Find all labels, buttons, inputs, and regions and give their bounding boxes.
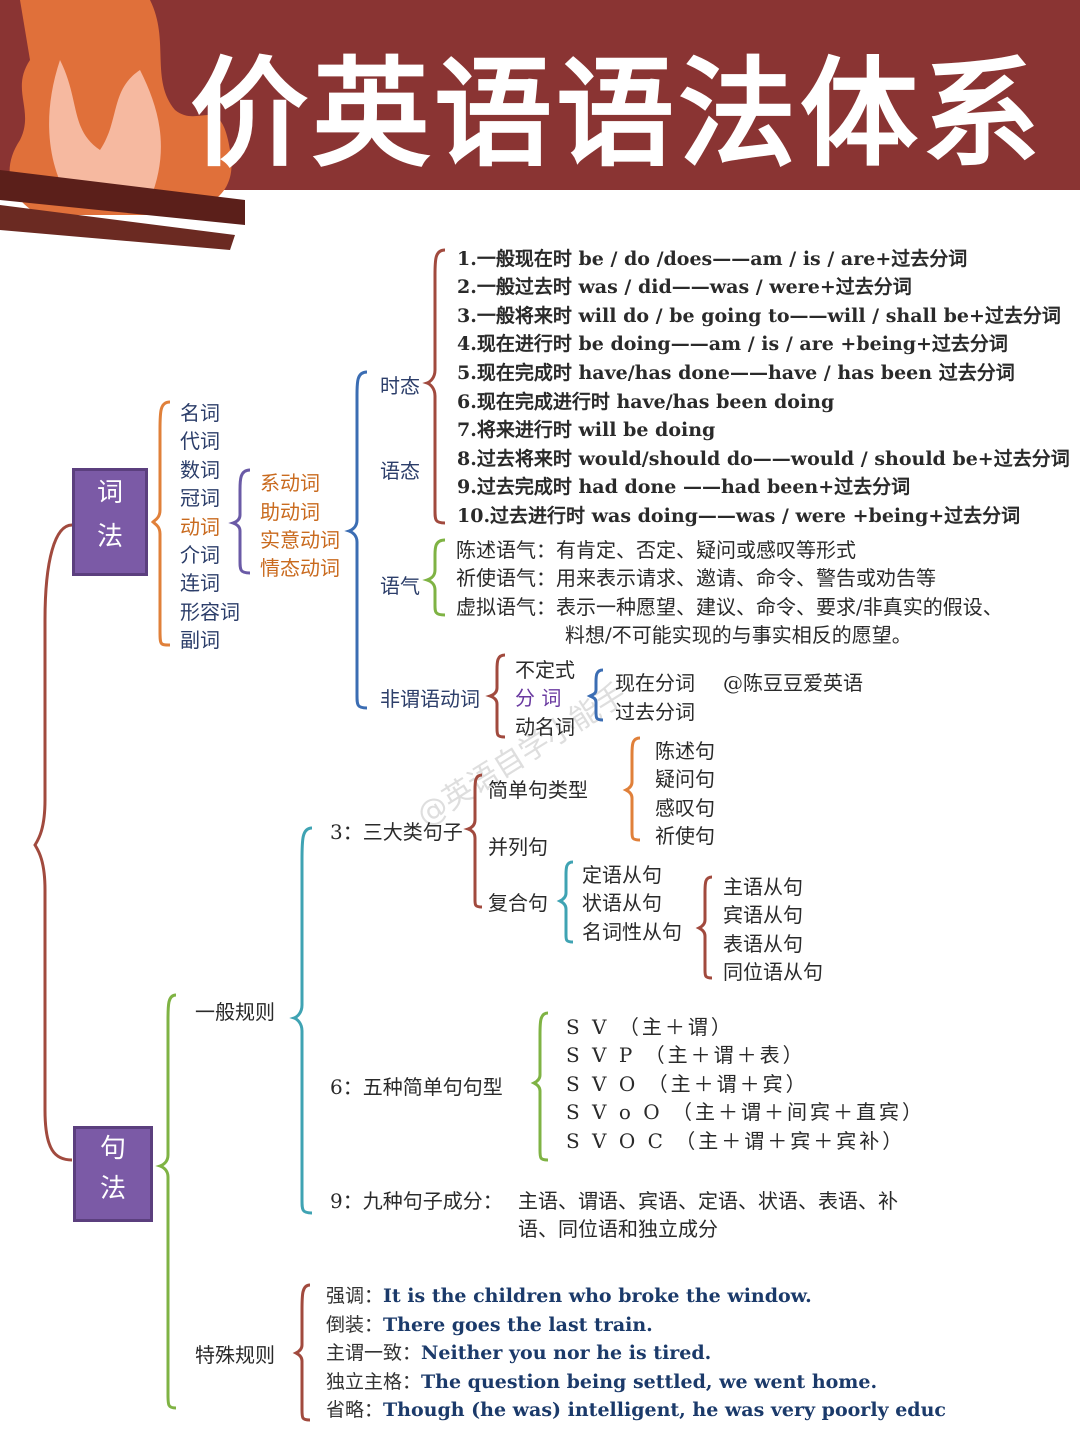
mood-imperative: 祈使语气：用来表示请求、邀请、命令、警告或劝告等 [456,566,936,590]
exclamatory-sentence: 感叹句 [655,796,715,820]
ci-fa-box: 词 法 [72,468,148,576]
example-text: Neither you nor he is tired. [421,1342,712,1364]
tense-6: 6.现在完成进行时 have/has been doing [457,391,835,413]
pos-adjective: 形容词 [180,600,240,624]
pattern-svoc: S V O C （主＋谓＋宾＋宾补） [566,1129,906,1153]
predicative-clause: 表语从句 [723,932,803,956]
object-clause: 宾语从句 [723,903,803,927]
fire-icon [0,0,245,250]
tense-8: 8.过去将来时 would/should do——would / should … [457,448,1070,470]
ju-fa-box: 句 法 [73,1126,153,1222]
aspect-mood: 语气 [380,574,420,598]
example-absolute: 独立主格：The question being settled, we went… [326,1367,877,1394]
nonfinite-infinitive: 不定式 [515,658,575,682]
tense-9: 9.过去完成时 had done ——had been+过去分词 [457,476,911,498]
example-text: Though (he was) intelligent, he was very… [383,1399,946,1421]
attributive-clause: 定语从句 [582,863,662,887]
pattern-sv: S V （主＋谓） [566,1015,734,1039]
pos-adverb: 副词 [180,628,220,652]
aspect-tense: 时态 [380,374,420,398]
pos-noun: 名词 [180,401,220,425]
nine-components-line2: 语、同位语和独立成分 [518,1217,718,1241]
pos-verb: 动词 [180,515,220,539]
pattern-svp: S V P （主＋谓＋表） [566,1043,806,1067]
example-label: 省略： [326,1399,384,1421]
example-label: 独立主格： [326,1371,422,1393]
nonfinite-participle: 分 词 [515,686,562,710]
example-agreement: 主谓一致：Neither you nor he is tired. [326,1338,711,1365]
three-types-label: 3：三大类句子 [330,820,463,844]
special-rule: 特殊规则 [195,1343,275,1367]
example-label: 主谓一致： [326,1342,422,1364]
mood-subjunctive: 虚拟语气：表示一种愿望、建议、命令、要求/非真实的假设、 [456,595,1003,619]
example-label: 强调： [326,1285,384,1307]
ju-fa-char-1: 句 [99,1134,126,1164]
tense-4: 4.现在进行时 be doing——am / is / are +being+过… [457,333,1008,355]
nonfinite-gerund: 动名词 [515,715,575,739]
appositive-clause: 同位语从句 [723,960,823,984]
pos-conjunction: 连词 [180,571,220,595]
pos-pronoun: 代词 [180,429,220,453]
mood-subjunctive-cont: 料想/不可能实现的与事实相反的愿望。 [565,623,912,647]
pattern-svo: S V O （主＋谓＋宾） [566,1072,809,1096]
declarative-sentence: 陈述句 [655,739,715,763]
tense-3: 3.一般将来时 will do / be going to——will / sh… [457,305,1061,327]
verb-type-notional: 实意动词 [260,528,340,552]
adverbial-clause: 状语从句 [582,891,662,915]
tense-10: 10.过去进行时 was doing——was / were +being+过去… [457,505,1021,527]
example-text: There goes the last train. [383,1314,653,1336]
example-ellipsis: 省略：Though (he was) intelligent, he was v… [326,1395,946,1422]
tense-5: 5.现在完成时 have/has done——have / has been 过… [457,362,1015,384]
imperative-sentence: 祈使句 [655,824,715,848]
ju-fa-char-2: 法 [99,1174,126,1204]
complex-sentence: 复合句 [488,891,548,915]
past-participle: 过去分词 [615,700,695,724]
noun-clause: 名词性从句 [582,920,682,944]
verb-type-auxiliary: 助动词 [260,500,320,524]
author-credit: @陈豆豆爱英语 [723,671,863,695]
ci-fa-char-2: 法 [96,522,123,552]
subject-clause: 主语从句 [723,875,803,899]
compound-sentence: 并列句 [488,835,548,859]
page-title: 价英语语法体系 [190,45,1045,183]
example-text: The question being settled, we went home… [421,1371,878,1393]
nine-components-label: 9：九种句子成分： [330,1189,503,1213]
tense-1: 1.一般现在时 be / do /does——am / is / are+过去分… [457,248,968,270]
ci-fa-char-1: 词 [96,478,123,508]
mood-indicative: 陈述语气：有肯定、否定、疑问或感叹等形式 [456,538,856,562]
interrogative-sentence: 疑问句 [655,767,715,791]
pattern-svoo: S V o O （主＋谓＋间宾＋直宾） [566,1100,926,1124]
example-emphasis: 强调：It is the children who broke the wind… [326,1281,812,1308]
present-participle: 现在分词 [615,671,695,695]
pos-numeral: 数词 [180,458,220,482]
aspect-nonfinite: 非谓语动词 [380,687,480,711]
tense-7: 7.将来进行时 will be doing [457,419,716,441]
five-patterns-label: 6：五种简单句句型 [330,1075,503,1099]
aspect-voice: 语态 [380,459,420,483]
nine-components-line1: 主语、谓语、宾语、定语、状语、表语、补 [518,1189,898,1213]
tense-2: 2.一般过去时 was / did——was / were+过去分词 [457,276,912,298]
simple-sentence-types: 简单句类型 [488,778,588,802]
general-rule: 一般规则 [195,1000,275,1024]
pos-preposition: 介词 [180,543,220,567]
example-inversion: 倒装：There goes the last train. [326,1310,653,1337]
pos-article: 冠词 [180,486,220,510]
verb-type-modal: 情态动词 [260,556,340,580]
example-label: 倒装： [326,1314,384,1336]
verb-type-linking: 系动词 [260,471,320,495]
example-text: It is the children who broke the window. [383,1285,812,1307]
